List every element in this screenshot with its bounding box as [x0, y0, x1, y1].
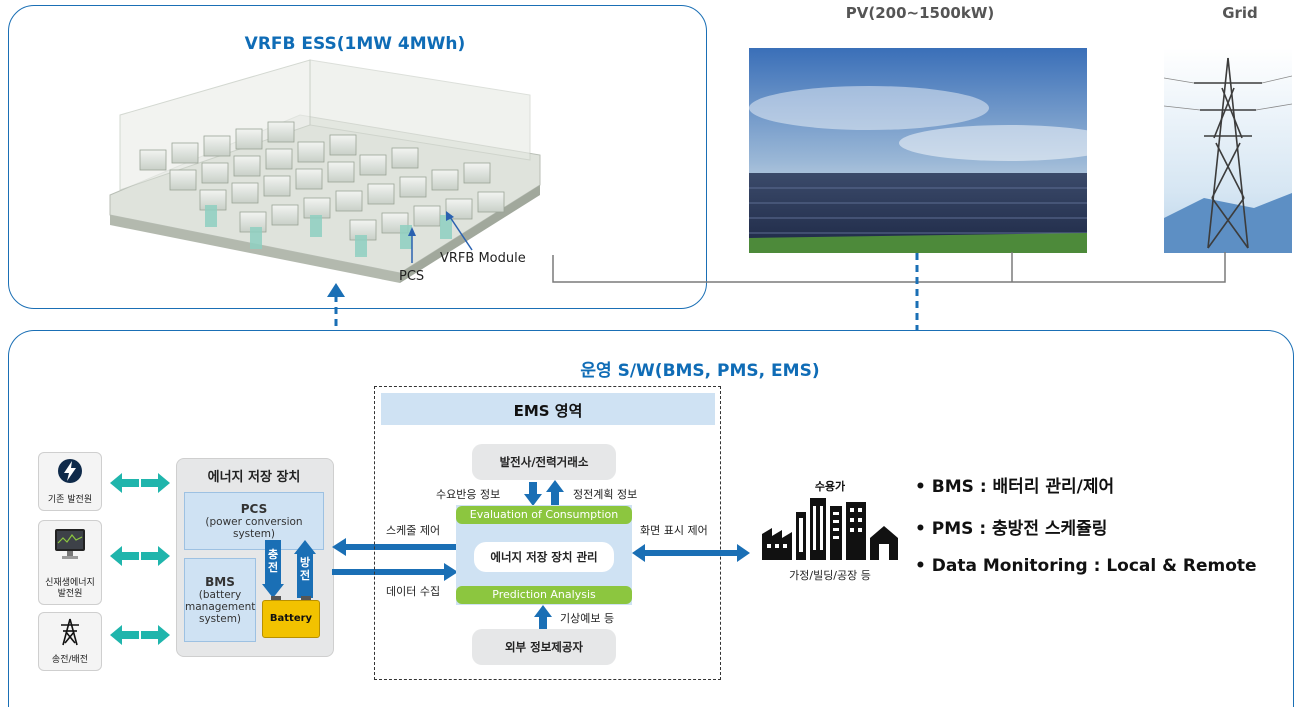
ems-area — [374, 386, 721, 680]
ess-container-illustration — [109, 59, 541, 283]
evaluation-bar: Evaluation of Consumption — [456, 506, 632, 524]
grid-title: Grid — [1222, 4, 1258, 22]
transmission-tower-icon — [61, 618, 79, 646]
prediction-bar: Prediction Analysis — [456, 586, 632, 604]
demand-info-label: 수요반응 정보 — [436, 488, 501, 501]
external-provider-box: 외부 정보제공자 — [472, 629, 616, 665]
outage-info-label: 정전계획 정보 — [573, 488, 638, 501]
bms-title: BMS — [205, 575, 235, 589]
pcs-pointer-label: PCS — [399, 269, 425, 284]
vrfb-module-pointer-label: VRFB Module — [440, 251, 526, 266]
data-collect-label: 데이터 수집 — [386, 585, 441, 598]
battery-label: Battery — [269, 613, 313, 624]
schedule-control-label: 스케줄 제어 — [386, 524, 441, 537]
monitor-icon — [55, 529, 85, 559]
feature-data-monitoring: • Data Monitoring : Local & Remote — [915, 556, 1257, 576]
ems-title-bar — [381, 393, 715, 425]
discharge-arrow — [294, 540, 316, 598]
source-label: 신재생에너지 발전원 — [45, 578, 95, 599]
feature-bms: • BMS : 배터리 관리/제어 — [915, 477, 1115, 497]
outage-info-arrow — [546, 480, 564, 506]
weather-label: 기상예보 등 — [560, 612, 615, 625]
discharge-label: 방 전 — [299, 556, 311, 582]
schedule-control-arrow — [332, 538, 458, 556]
power-exchange-box: 발전사/전력거래소 — [472, 444, 616, 480]
data-collect-arrow — [332, 563, 458, 581]
feature-pms: • PMS : 충방전 스케쥴링 — [915, 519, 1108, 539]
source-label: 기존 발전원 — [47, 495, 93, 505]
lightning-icon — [58, 459, 82, 483]
source-transmission: 송전/배전 — [38, 612, 102, 671]
pcs-title: PCS — [240, 502, 268, 516]
pcs-subtitle: (power conversion system) — [205, 516, 303, 540]
bms-subtitle: (battery management system) — [185, 589, 256, 625]
grid-transmission-tower-image — [1164, 48, 1292, 253]
consumer-subtitle: 가정/빌딩/공장 등 — [789, 569, 871, 582]
battery-terminal-left — [271, 596, 281, 600]
pv-title: PV(200~1500kW) — [845, 4, 995, 22]
weather-arrow — [534, 605, 552, 629]
storage-management-box: 에너지 저장 장치 관리 — [474, 542, 614, 572]
ems-title: EMS 영역 — [513, 402, 583, 420]
display-control-label: 화면 표시 제어 — [640, 524, 708, 537]
pcs-box: PCS (power conversion system) — [184, 492, 324, 550]
demand-info-arrow — [524, 482, 542, 506]
ess-title: VRFB ESS(1MW 4MWh) — [244, 34, 466, 54]
consumer-title: 수용가 — [814, 480, 846, 493]
storage-title: 에너지 저장 장치 — [207, 470, 301, 485]
charge-arrow — [262, 540, 284, 598]
city-buildings-icon — [762, 498, 898, 560]
teal-double-arrows — [110, 473, 170, 645]
charge-label: 충 전 — [267, 548, 279, 574]
bms-box: BMS (battery management system) — [184, 558, 256, 642]
ops-title: 운영 S/W(BMS, PMS, EMS) — [580, 361, 820, 381]
pv-solar-farm-image — [749, 48, 1087, 253]
source-label: 송전/배전 — [51, 655, 89, 665]
source-conventional-plant: 기존 발전원 — [38, 452, 102, 511]
battery-icon: Battery — [262, 596, 320, 638]
display-control-arrow — [632, 544, 750, 562]
source-renewable-plant: 신재생에너지 발전원 — [38, 520, 102, 605]
battery-terminal-right — [301, 596, 311, 600]
